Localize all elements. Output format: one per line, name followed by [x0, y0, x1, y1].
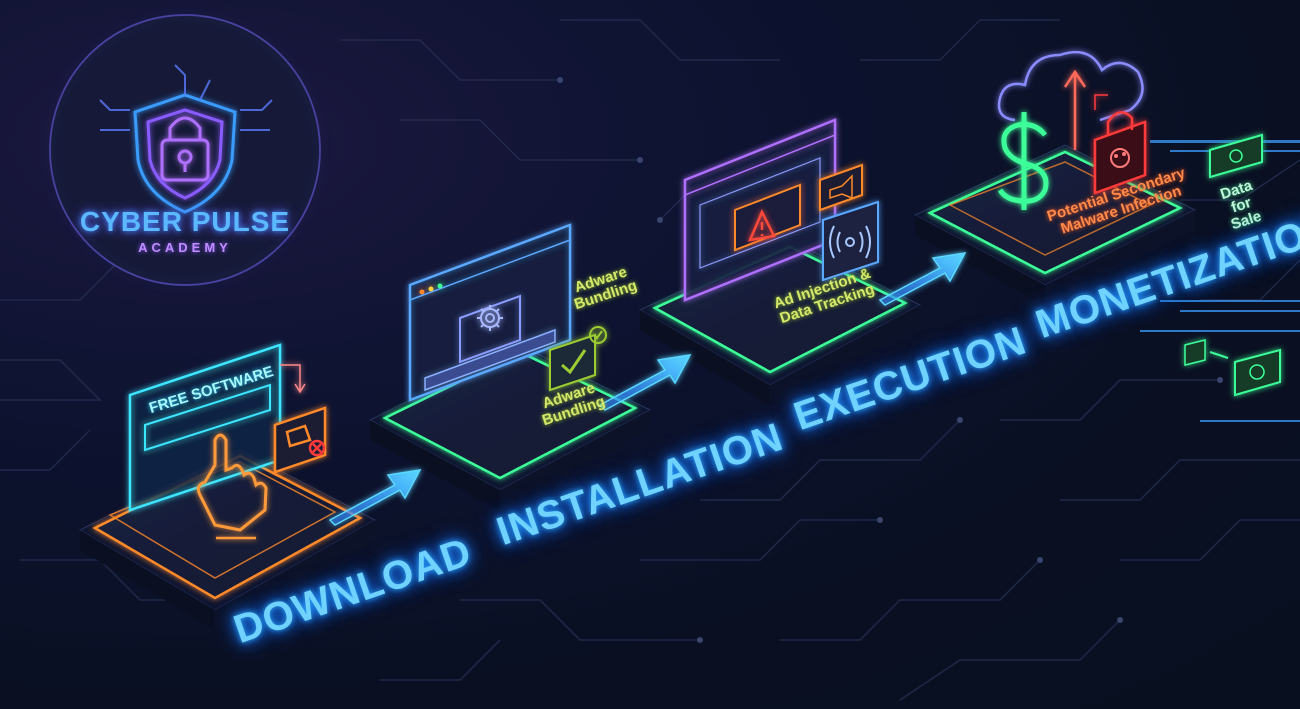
warning-icon	[747, 209, 776, 242]
shield-lock-icon	[133, 93, 237, 214]
banknote-icon	[1184, 133, 1281, 397]
dollar-icon	[997, 112, 1049, 210]
arrow-icon	[328, 252, 967, 526]
installer-window	[408, 223, 572, 402]
brand-logo	[49, 14, 321, 286]
check-icon	[549, 326, 607, 392]
platform-download	[78, 449, 377, 630]
megaphone-icon	[819, 163, 863, 212]
gear-icon	[477, 305, 503, 331]
hand-pointer-icon	[196, 433, 268, 540]
skull-lock-icon	[1093, 94, 1147, 195]
package-icon	[273, 364, 327, 474]
platform-execution	[638, 239, 922, 405]
brand-subtitle: ACADEMY	[138, 240, 232, 255]
cloud-icon	[997, 50, 1144, 150]
browser-window	[683, 118, 837, 302]
tracking-icon	[822, 200, 879, 282]
brand-name: CYBER PULSE	[79, 206, 291, 237]
